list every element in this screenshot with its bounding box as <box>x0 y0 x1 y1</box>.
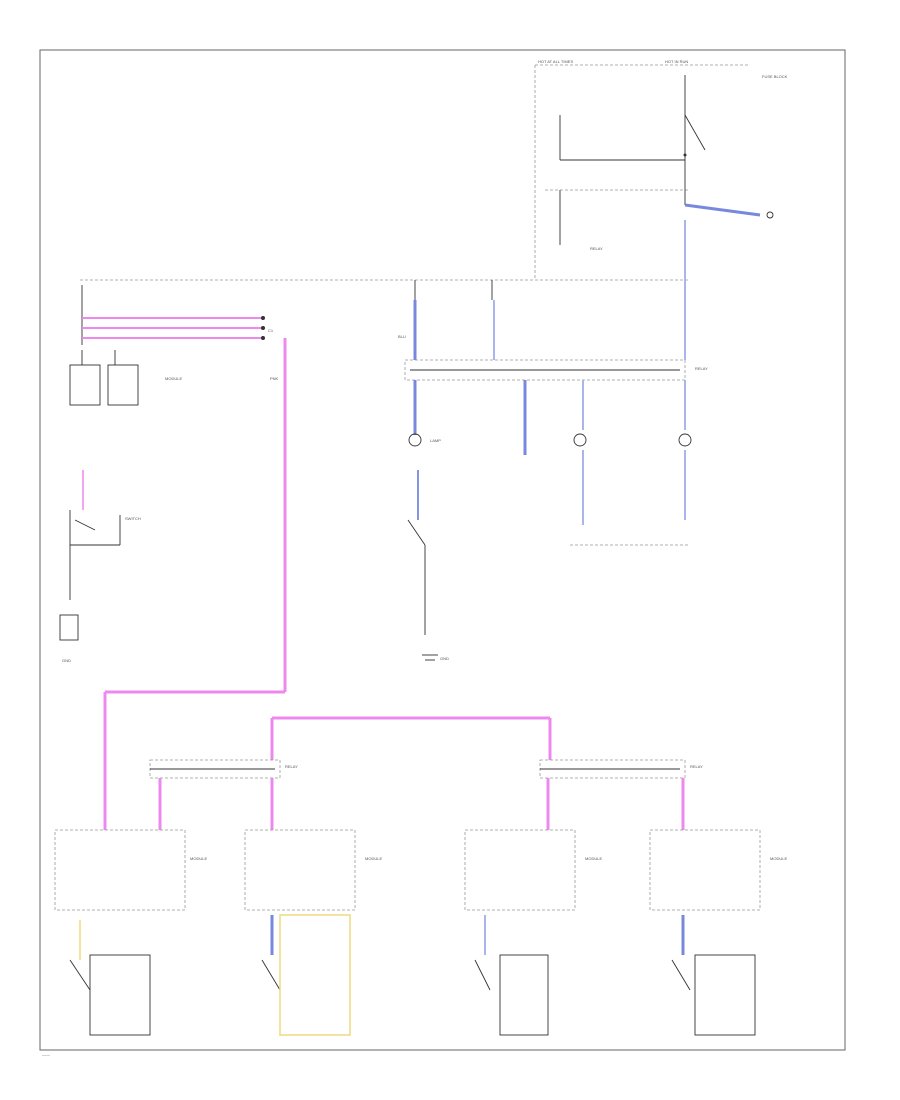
relay-label-top: RELAY <box>590 246 603 251</box>
wire-pnk-label: PNK <box>270 376 279 381</box>
connector-label-left: C1 <box>268 328 274 333</box>
module-group-3: MODULE <box>464 829 602 1036</box>
center-relay-section: RELAY LAMP GND BLU <box>398 220 708 661</box>
bottom-distribution: RELAY RELAY <box>149 716 703 830</box>
module-label-4: MODULE <box>770 856 787 861</box>
bulb-label-center: LAMP <box>430 438 441 443</box>
diagram-frame <box>39 49 846 1051</box>
hot-at-all-times-label: HOT AT ALL TIMES <box>538 59 573 64</box>
module-group-4: MODULE <box>649 829 787 1036</box>
hot-in-run-label: HOT IN RUN <box>665 59 688 64</box>
left-feed-section: C1 MODULE SWITCH GND PNK <box>59 285 287 830</box>
module-group-1: MODULE <box>54 829 207 1036</box>
module-group-2: MODULE <box>244 829 382 1036</box>
ground-label-left: GND <box>62 658 71 663</box>
relay-label-center: RELAY <box>695 366 708 371</box>
module-label-1: MODULE <box>190 856 207 861</box>
ignition-section: HOT AT ALL TIMES HOT IN RUN FUSE BLOCK R… <box>534 59 788 280</box>
switch-label-left: SWITCH <box>125 516 141 521</box>
module-label-3: MODULE <box>585 856 602 861</box>
relay-label-bottom-left: RELAY <box>285 764 298 769</box>
footer-label: —— <box>42 1052 50 1057</box>
wire-blu-label: BLU <box>398 334 406 339</box>
module-label-left: MODULE <box>165 376 182 381</box>
relay-label-bottom-right: RELAY <box>690 764 703 769</box>
fuse-block-label: FUSE BLOCK <box>762 74 788 79</box>
module-label-2: MODULE <box>365 856 382 861</box>
ground-label-center: GND <box>440 656 449 661</box>
